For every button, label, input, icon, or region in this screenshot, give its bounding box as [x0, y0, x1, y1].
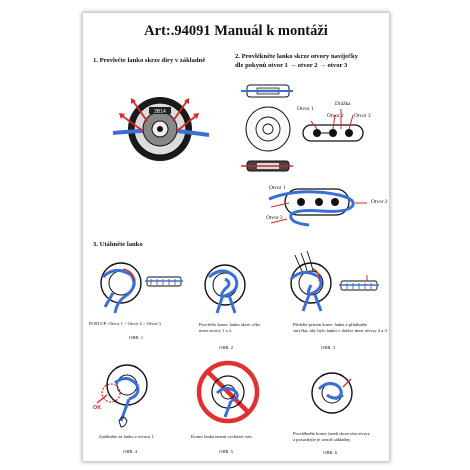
step2-dial-illustration — [241, 84, 364, 172]
step2-lacing-illustration — [268, 188, 367, 227]
obr3-caption-line1: Přidržte prstem konec lanka a přitáhněte — [293, 322, 368, 327]
obr1-label: OBR. 1 — [129, 335, 144, 340]
obr2-caption-line1: Provlečte konec lanka skrze očko — [199, 322, 261, 327]
obr3-illustration — [289, 250, 379, 312]
obr5-label: OBR. 5 — [219, 449, 234, 454]
obr4-ok-label: OK — [93, 405, 102, 411]
obr3-label: OBR. 3 — [321, 345, 336, 350]
label-otvor3: Otvor 3 — [354, 113, 371, 119]
obr6-illustration — [311, 372, 353, 414]
obr6-caption-line1: Provlékněte konec lanek skrze oba otvory — [293, 431, 370, 436]
obr1-caption: POSTUP: Otvor 1 > Otvor 2 > Otvor 3 — [89, 321, 161, 326]
obr1-illustration — [100, 262, 183, 314]
obr2-illustration — [204, 264, 246, 314]
step2-heading-line1: 2. Provlékněte lanko skrze otvory navíje… — [235, 53, 358, 60]
step2-heading-line2: dle pokynů otvor 1 → otvor 2 → otvor 3 — [235, 62, 348, 69]
obr6-caption-line2: a posuchejte je uvnitř základny. — [293, 437, 351, 442]
instruction-sheet: Art:.94091 Manuál k montáži 1. Provlečte… — [82, 12, 390, 462]
obr2-caption-line2: mezi otvory 1 a 2. — [199, 328, 233, 333]
obr4-illustration — [96, 364, 148, 428]
label-b-otvor3: Otvor 3 — [266, 215, 283, 221]
obr2-label: OBR. 2 — [219, 345, 234, 350]
obr4-label: OBR. 4 — [123, 449, 138, 454]
label-drazka: Drážka — [335, 101, 351, 107]
obr4-caption: Zatáhněte za lanko z otvoru 1. — [99, 434, 155, 439]
page-title: Art:.94091 Manuál k montáži — [144, 23, 328, 39]
label-b-otvor2: Otvor 2 — [371, 199, 388, 205]
obr6-label: OBR. 6 — [323, 450, 338, 455]
label-b-otvor1: Otvor 1 — [269, 185, 286, 191]
svg-text:2B14: 2B14 — [154, 109, 166, 115]
label-otvor1: Otvor 1 — [297, 106, 314, 112]
step1-heading: 1. Provlečte lanko skrze díry v základně — [93, 57, 206, 64]
obr5-illustration — [196, 360, 260, 424]
step1-base-illustration: 2B14 — [112, 97, 210, 161]
label-otvor2: Otvor 2 — [327, 113, 344, 119]
obr5-caption: Konec lanka nesmí vycházet ven. — [191, 434, 253, 439]
step3-heading: 3. Utáhněte lanko — [93, 241, 143, 248]
obr3-caption-line2: smyčku, aby bylo lanko v drážce mezi otv… — [293, 328, 388, 333]
